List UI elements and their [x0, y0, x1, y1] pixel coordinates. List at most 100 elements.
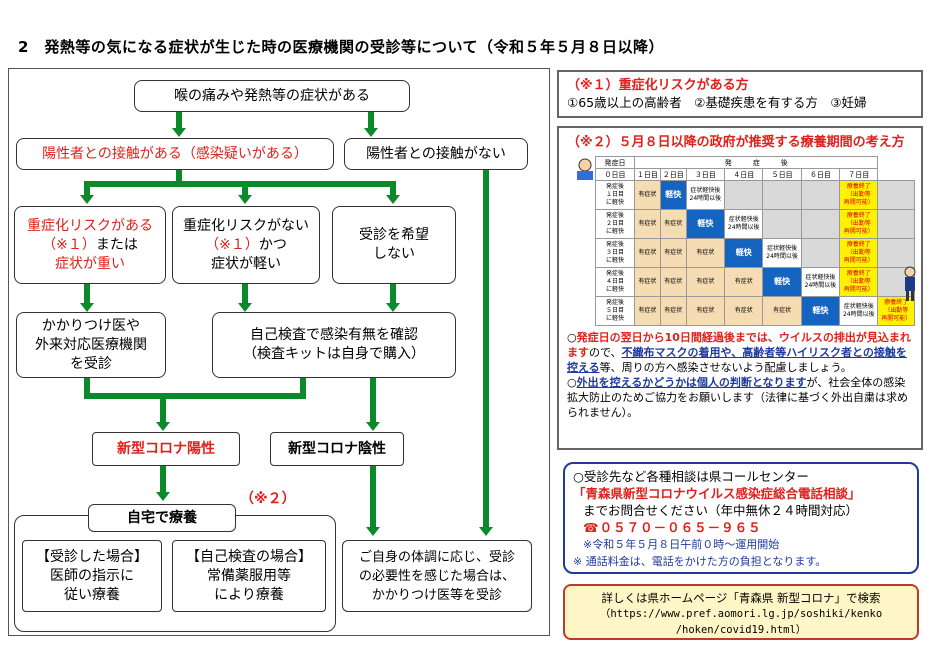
day-header-4: ４日目	[724, 168, 764, 181]
web-box: 詳しくは県ホームページ「青森県 新型コロナ」で検索 （https://www.p…	[563, 584, 919, 640]
home-box: 自宅で療養	[88, 504, 236, 532]
schedule-cell: 有症状	[634, 238, 661, 268]
schedule-cell: 有症状	[659, 209, 687, 239]
clinic-line2: 外来対応医療機関	[35, 336, 147, 353]
day-header-7: ７日目	[839, 168, 879, 181]
schedule-cell: 症状軽快後 24時間以後	[800, 267, 841, 297]
schedule-cell: 軽快	[659, 180, 687, 210]
low-risk-line3: 症状が軽い	[211, 255, 281, 272]
schedule-cell: 有症状	[762, 296, 802, 326]
schedule-cell	[800, 209, 841, 239]
negative-box: 新型コロナ陰性	[270, 432, 404, 466]
risk-box: （※１）重症化リスクがある方 ①65歳以上の高齢者 ②基礎疾患を有する方 ③妊婦	[557, 70, 923, 118]
call-note-b: ※ 通話料金は、電話をかけた方の負担となります。	[573, 555, 827, 568]
low-risk-line1: 重症化リスクがない	[183, 217, 309, 234]
schedule-cell	[724, 180, 764, 210]
woman-icon	[901, 266, 919, 302]
high-risk-line3: 症状が重い	[55, 255, 125, 272]
row-label: 発症後 １日目 に軽快	[595, 180, 635, 210]
schedule-cell	[762, 209, 802, 239]
schedule-row: 発症後 ４日目 に軽快有症状有症状有症状有症状軽快症状軽快後 24時間以後療養終…	[595, 267, 915, 297]
day-header-5: ５日目	[762, 168, 802, 181]
day-header-3: ３日目	[685, 168, 726, 181]
person-icon	[571, 158, 599, 180]
schedule-cell: 症状軽快後 24時間以後	[724, 209, 764, 239]
schedule-cell: 症状軽快後 24時間以後	[685, 180, 726, 210]
negative-text: 新型コロナ陰性	[288, 440, 386, 457]
home-text: 自宅で療養	[127, 509, 197, 526]
schedule-row: 発症後 ３日目 に軽快有症状有症状有症状軽快症状軽快後 24時間以後療養終了 （…	[595, 238, 915, 268]
own-line2: の必要性を感じた場合は、	[358, 568, 515, 584]
schedule-cell: 症状軽快後 24時間以後	[762, 238, 802, 268]
schedule-cell: 療養終了 （出勤等 再開可能）	[839, 238, 879, 268]
schedule-cell: 有症状	[685, 296, 726, 326]
schedule-cell: 有症状	[634, 267, 661, 297]
own-line3: かかりつけ医等を受診	[371, 587, 503, 603]
clinic-box: かかりつけ医や 外来対応医療機関 を受診	[16, 312, 166, 378]
schedule-cell: 軽快	[762, 267, 802, 297]
high-risk-line1: 重症化リスクがある	[27, 217, 153, 234]
selftest-line2: （検査キットは自身で購入）	[243, 346, 425, 362]
risk-heading: （※１）重症化リスクがある方	[567, 78, 749, 93]
day-header-0: ０日目	[595, 168, 635, 181]
selfcheck-line3: により療養	[214, 586, 284, 603]
schedule-cell: 軽快	[724, 238, 764, 268]
low-risk-line2: （※１）かつ	[205, 236, 287, 253]
visited-line2: 医師の指示に	[50, 567, 134, 584]
no-visit-line2: しない	[373, 246, 415, 262]
after-header: 発 症 後	[633, 156, 879, 169]
note2-label: （※２）	[240, 491, 296, 507]
symptom-text: 喉の痛みや発熱等の症状がある	[174, 87, 370, 104]
schedule-cell	[800, 180, 841, 210]
day-header-2: ２日目	[659, 168, 687, 181]
call-phone[interactable]: ☎０５７０－０６５－９６５	[583, 520, 762, 535]
contact-yes-text: 陽性者との接触がある（感染疑いがある）	[42, 145, 308, 162]
selfcheck-box: 【自己検査の場合】 常備薬服用等 により療養	[172, 540, 326, 612]
contact-no-text: 陽性者との接触がない	[366, 145, 506, 162]
visited-line1: 【受診した場合】	[36, 548, 148, 565]
call-line3: までお問合せください（年中無休２４時間対応）	[583, 503, 859, 518]
visited-line3: 従い療養	[64, 586, 120, 603]
schedule-cell: 有症状	[685, 238, 726, 268]
page-title: 2 発熱等の気になる症状が生じた時の医療機関の受診等について（令和５年５月８日以…	[18, 38, 664, 56]
schedule-cell	[800, 238, 841, 268]
day-header-6: ６日目	[800, 168, 841, 181]
call-line1: ○受診先など各種相談は県コールセンター	[573, 469, 809, 484]
schedule-cell: 療養終了 （出勤等 再開可能）	[839, 267, 879, 297]
schedule-cell	[877, 180, 915, 210]
contact-no-box: 陽性者との接触がない	[344, 138, 528, 170]
schedule-cell: 有症状	[724, 267, 764, 297]
low-risk-box: 重症化リスクがない （※１）かつ 症状が軽い	[172, 206, 320, 284]
own-judgement-box: ご自身の体調に応じ、受診 の必要性を感じた場合は、 かかりつけ医等を受診	[342, 540, 532, 612]
day-header-1: １日目	[634, 168, 661, 181]
no-visit-line1: 受診を希望	[359, 227, 429, 243]
schedule-cell: 有症状	[634, 296, 661, 326]
call-center-box: ○受診先など各種相談は県コールセンター 「青森県新型コロナウイルス感染症総合電話…	[563, 462, 919, 574]
schedule-note1: ○発症日の翌日から10日間経過後までは、ウイルスの排出が見込まれますので、不織布…	[567, 331, 911, 374]
schedule-cell: 療養終了 （出勤等 再開可能）	[839, 209, 879, 239]
row-label: 発症後 ４日目 に軽快	[595, 267, 635, 297]
schedule-heading: （※２）５月８日以降の政府が推奨する療養期間の考え方	[567, 135, 905, 150]
web-url-line2[interactable]: /hoken/covid19.html）	[675, 624, 807, 636]
clinic-line3: を受診	[70, 355, 112, 372]
row-label: 発症後 ２日目 に軽快	[595, 209, 635, 239]
row-label: 発症後 ５日目 に軽快	[595, 296, 635, 326]
schedule-row: 発症後 ２日目 に軽快有症状有症状軽快症状軽快後 24時間以後 療養終了 （出勤等…	[595, 209, 915, 239]
high-risk-line2: （※１）または	[42, 236, 138, 253]
call-line2: 「青森県新型コロナウイルス感染症総合電話相談」	[573, 486, 861, 501]
schedule-cell: 療養終了 （出勤等 再開可能）	[839, 180, 879, 210]
schedule-cell: 軽快	[685, 209, 726, 239]
row-label: 発症後 ３日目 に軽快	[595, 238, 635, 268]
visited-box: 【受診した場合】 医師の指示に 従い療養	[22, 540, 162, 612]
selftest-box: 自己検査で感染有無を確認 （検査キットは自身で購入）	[212, 312, 456, 378]
web-url-line1[interactable]: （https://www.pref.aomori.lg.jp/soshiki/k…	[599, 608, 883, 620]
schedule-cell: 有症状	[634, 209, 661, 239]
schedule-cell: 有症状	[634, 180, 661, 210]
schedule-cell: 有症状	[685, 267, 726, 297]
clinic-line1: かかりつけ医や	[41, 317, 141, 334]
selfcheck-line2: 常備薬服用等	[207, 567, 291, 584]
schedule-cell	[877, 238, 915, 268]
schedule-cell: 有症状	[659, 238, 687, 268]
schedule-cell: 軽快	[800, 296, 841, 326]
